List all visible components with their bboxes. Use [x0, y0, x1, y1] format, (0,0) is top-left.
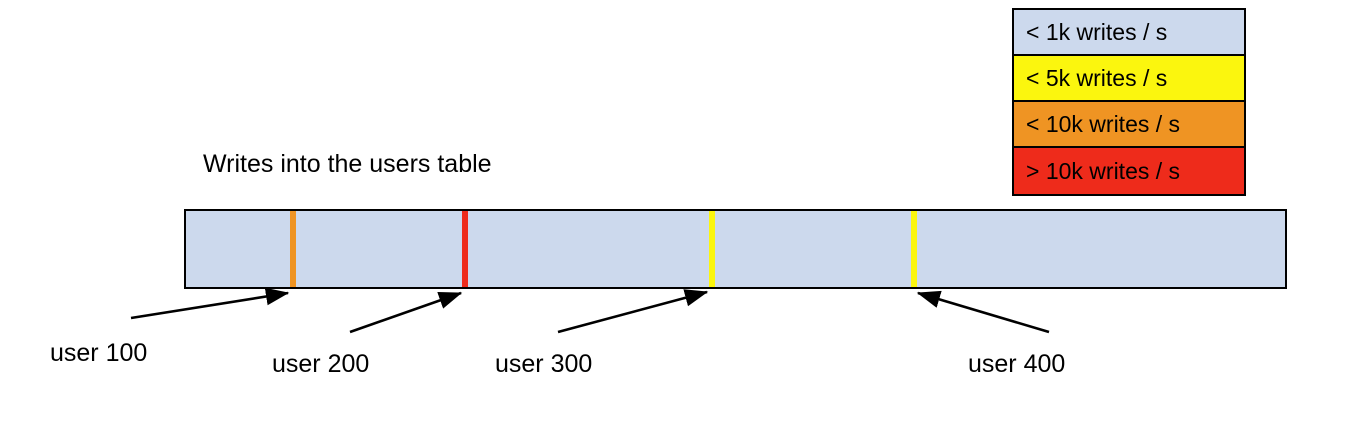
user-200-stripe [462, 211, 468, 287]
legend-row-lt-5k: < 5k writes / s [1014, 56, 1244, 102]
user-100-label: user 100 [50, 339, 148, 367]
legend-row-gt-10k: > 10k writes / s [1014, 148, 1244, 194]
user-400-label: user 400 [968, 350, 1066, 378]
user-100-stripe [290, 211, 296, 287]
user-300-arrow [557, 289, 709, 334]
legend-label-lt-5k: < 5k writes / s [1026, 64, 1168, 91]
user-400-arrow [916, 290, 1050, 334]
legend: < 1k writes / s < 5k writes / s < 10k wr… [1012, 8, 1246, 196]
user-300-stripe [709, 211, 715, 287]
users-table-bar [184, 209, 1287, 289]
legend-label-gt-10k: > 10k writes / s [1026, 157, 1181, 184]
legend-row-lt-10k: < 10k writes / s [1014, 102, 1244, 148]
user-300-label: user 300 [495, 350, 593, 378]
legend-row-lt-1k: < 1k writes / s [1014, 10, 1244, 56]
user-100-arrow [130, 287, 290, 320]
legend-label-lt-10k: < 10k writes / s [1026, 110, 1181, 137]
legend-label-lt-1k: < 1k writes / s [1026, 18, 1168, 45]
user-400-stripe [911, 211, 917, 287]
chart-title: Writes into the users table [203, 150, 492, 178]
user-200-label: user 200 [272, 350, 370, 378]
user-200-arrow [349, 291, 463, 334]
